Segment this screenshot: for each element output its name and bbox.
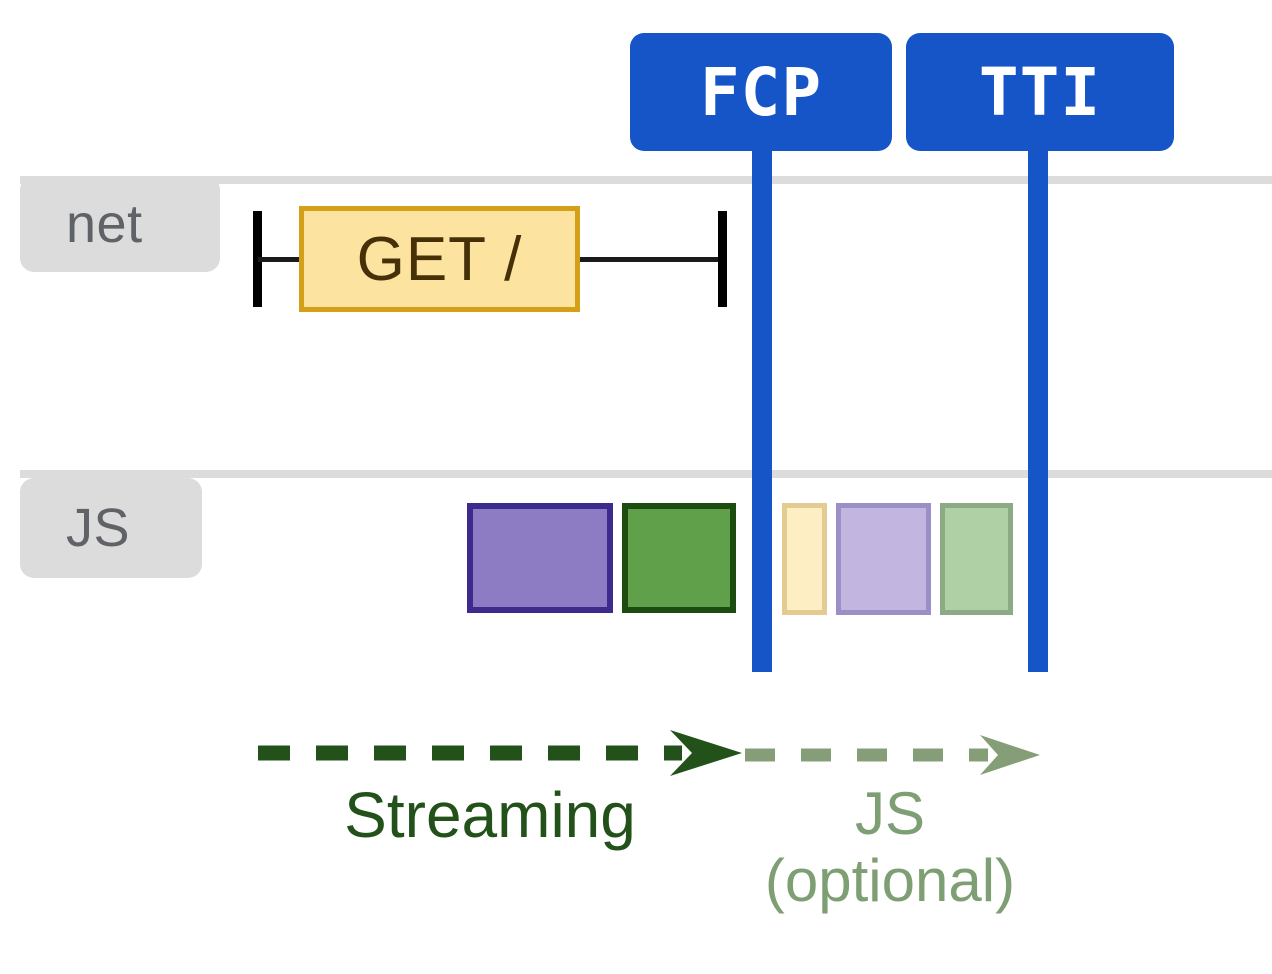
fcp-milestone-line xyxy=(752,140,772,672)
request-whisker-line-start xyxy=(258,257,304,262)
track-label-net: net xyxy=(20,176,220,272)
request-whisker-line-end xyxy=(578,257,722,262)
js-task-block-green[interactable] xyxy=(622,503,736,613)
tti-milestone-badge[interactable]: TTI xyxy=(906,33,1174,151)
js-task-block-purple[interactable] xyxy=(467,503,613,613)
js-task-block-purple-faded[interactable] xyxy=(836,503,931,615)
track-label-net-text: net xyxy=(66,194,143,254)
network-request-block[interactable]: GET / xyxy=(299,206,580,312)
net-track-baseline xyxy=(20,176,1272,184)
track-label-js-text: JS xyxy=(66,498,131,558)
streaming-phase-arrow-icon xyxy=(258,730,742,776)
fcp-milestone-label: FCP xyxy=(699,53,823,131)
request-whisker-cap-start xyxy=(253,211,262,307)
js-task-block-green-faded[interactable] xyxy=(940,503,1013,615)
js-optional-caption-line-1: JS xyxy=(854,780,926,847)
js-track-baseline xyxy=(20,470,1272,478)
js-task-block-yellow-faded[interactable] xyxy=(782,503,827,615)
js-optional-caption-line-2: (optional) xyxy=(764,847,1016,915)
track-label-js: JS xyxy=(20,478,202,578)
js-optional-phase-arrow-icon xyxy=(745,735,1040,775)
tti-milestone-line xyxy=(1028,140,1048,672)
network-request-label: GET / xyxy=(356,224,523,294)
tti-milestone-label: TTI xyxy=(978,53,1102,131)
fcp-milestone-badge[interactable]: FCP xyxy=(630,33,892,151)
streaming-caption-line-1: Streaming xyxy=(344,779,636,851)
request-whisker-cap-end xyxy=(718,211,727,307)
streaming-phase-caption: Streaming xyxy=(240,779,740,852)
js-optional-phase-caption: JS (optional) xyxy=(700,780,1080,914)
